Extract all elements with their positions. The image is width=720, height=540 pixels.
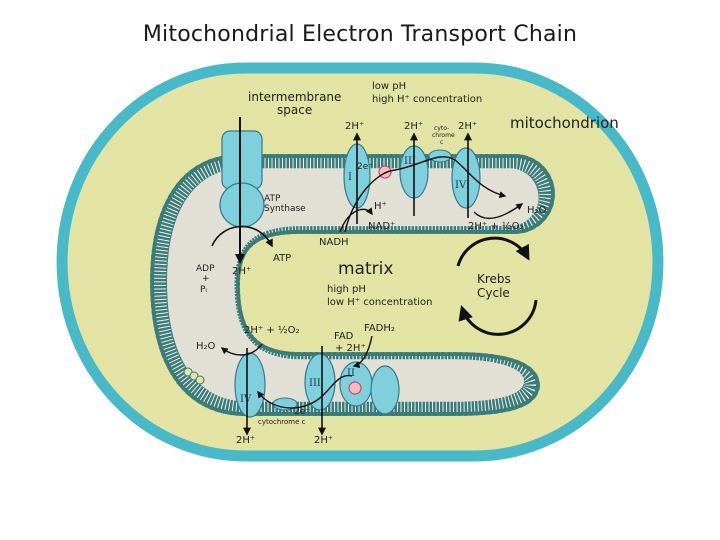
complex-ii-bottom-label: II [347, 368, 355, 379]
oxygen-bottom-label: 2H⁺ + ½O₂ [244, 324, 299, 336]
phospholipid-detail [183, 367, 205, 385]
h2o-bottom-label: H₂O [196, 341, 216, 352]
intermembrane-label-line1: intermembrane [248, 90, 341, 104]
cytochrome-small-1: cyto- [434, 125, 449, 132]
fad-label-line1: FAD [334, 331, 354, 342]
mitochondrion-label: mitochondrion [510, 114, 619, 132]
complex-iii-top-label: III [404, 156, 416, 167]
adp-label: ADP [196, 264, 215, 274]
pi-label: Pᵢ [200, 285, 207, 295]
nadh-label: NADH [319, 237, 349, 248]
cytochrome-c-top [428, 149, 452, 163]
complex-iv-bottom [234, 352, 266, 418]
ubiquinone-top [378, 165, 392, 179]
fad-label-line2: + 2H⁺ [335, 343, 366, 354]
atp-synthesis-arrow [211, 225, 273, 248]
two-h-left-label: 2H⁺ [232, 266, 251, 277]
intermembrane-label-line2: space [277, 103, 312, 117]
electron-path-top [344, 156, 507, 233]
krebs-cycle-arrow-upper [456, 236, 530, 267]
water-formation-arrow-bottom [220, 343, 263, 356]
adp-plus-label: + [202, 274, 210, 284]
atp-label: ATP [273, 253, 291, 264]
complex-i-bottom [370, 365, 400, 415]
high-ph-label: high pH [327, 284, 366, 295]
two-h-top-2: 2H⁺ [404, 121, 423, 132]
low-h-concentration-label: low H⁺ concentration [327, 297, 433, 308]
two-h-bottom-2: 2H⁺ [314, 435, 333, 446]
two-h-bottom-1: 2H⁺ [236, 435, 255, 446]
nadh-oxidation-arrow [339, 207, 373, 233]
cytochrome-small-3: c [440, 139, 443, 146]
electron-path-bottom [257, 375, 353, 409]
cytochrome-c-bottom-label: cytochrome c [258, 418, 306, 426]
low-ph-label: low pH [372, 81, 406, 92]
fadh2-oxidation-arrow [352, 335, 373, 369]
water-formation-arrow-top [473, 203, 524, 219]
krebs-cycle-arrow-lower [458, 299, 538, 336]
two-h-top-3: 2H⁺ [458, 121, 477, 132]
fadh2-label: FADH₂ [364, 323, 395, 334]
high-h-concentration-label: high H⁺ concentration [372, 94, 482, 105]
complex-iv-top-label: IV [455, 180, 467, 191]
nad-label: NAD⁺ [368, 221, 395, 232]
two-h-top-1: 2H⁺ [345, 121, 364, 132]
atp-synthase [219, 130, 265, 228]
ubiquinone-bottom [348, 381, 362, 395]
complex-iii-bottom-label: III [309, 378, 321, 389]
oxygen-top-label: 2H⁺ + ½O₂ [468, 220, 523, 232]
two-e-top: 2e⁻ [357, 162, 373, 172]
complex-iv-bottom-label: IV [240, 394, 252, 405]
two-e-bottom-label: 2e⁻ [294, 407, 310, 417]
matrix-label: matrix [338, 259, 393, 279]
krebs-label-line2: Cycle [477, 286, 510, 300]
complex-i-label: I [348, 172, 352, 183]
h-plus-label: H⁺ [374, 201, 387, 212]
diagram-title: Mitochondrial Electron Transport Chain [142, 22, 578, 47]
complex-iv-top [451, 147, 481, 209]
matrix [166, 168, 539, 402]
h2o-top-label: H₂O [527, 205, 547, 216]
atp-synthase-label-line1: ATP [264, 194, 281, 204]
atp-synthase-label-line2: Synthase [264, 204, 306, 214]
krebs-label-line1: Krebs [477, 272, 511, 286]
cytochrome-small-2: chrome [432, 132, 455, 139]
